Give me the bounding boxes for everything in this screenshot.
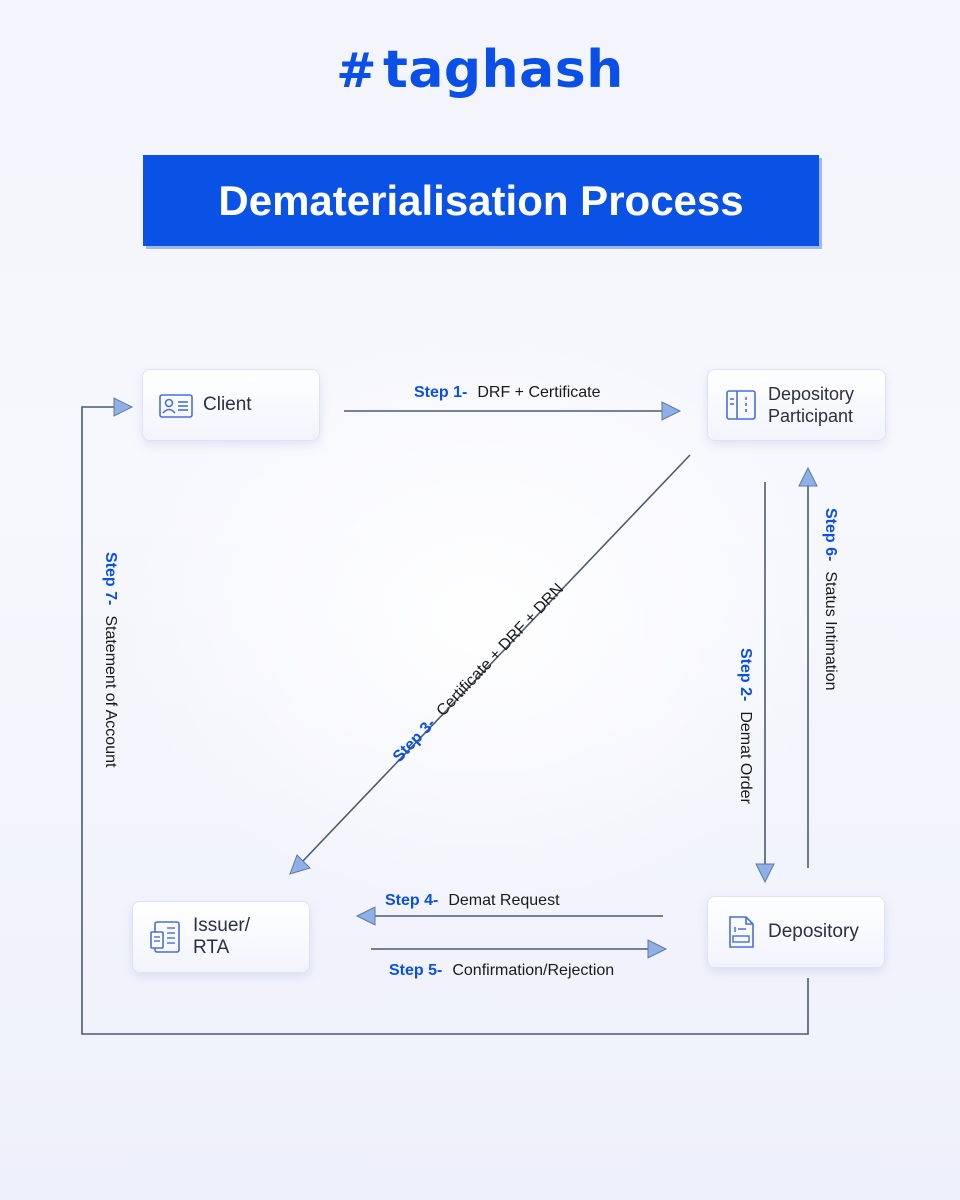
- page-title: Dematerialisation Process: [143, 155, 819, 246]
- step5-label: Step 5- Confirmation/Rejection: [389, 962, 614, 980]
- ledger-icon: [150, 921, 180, 953]
- depository-participant-label: Depository Participant: [768, 383, 854, 427]
- step4-number: Step 4-: [385, 892, 439, 909]
- step4-text: Demat Request: [448, 892, 560, 909]
- step7-number: Step 7-: [102, 552, 119, 606]
- step2-label: Step 2- Demat Order: [736, 648, 754, 804]
- client-id-card-icon: [159, 394, 193, 418]
- step1-number: Step 1-: [414, 384, 468, 401]
- step5-number: Step 5-: [389, 962, 443, 979]
- dp-label-line1: Depository: [768, 384, 855, 404]
- step1-text: DRF + Certificate: [477, 384, 601, 401]
- arrowhead-step3: [289, 854, 311, 875]
- depository-label: Depository: [768, 921, 859, 942]
- step7-label: Step 7- Statement of Account: [101, 552, 119, 767]
- document-icon: [729, 916, 754, 948]
- client-node: Client: [142, 369, 320, 441]
- issuer-label-line1: Issuer/: [193, 915, 251, 936]
- step2-number: Step 2-: [737, 648, 754, 702]
- client-label: Client: [203, 394, 252, 415]
- dp-label-line2: Participant: [768, 406, 854, 426]
- arrowhead-step2: [755, 863, 775, 884]
- logo-text: taghash: [382, 40, 624, 100]
- issuer-rta-node: Issuer/ RTA: [132, 901, 310, 973]
- step7-text: Statement of Account: [102, 615, 119, 768]
- step1-label: Step 1- DRF + Certificate: [414, 384, 600, 402]
- arrowhead-step4: [355, 906, 376, 926]
- step6-label: Step 6- Status Intimation: [821, 508, 839, 691]
- arrowhead-step1: [661, 401, 682, 421]
- step6-text: Status Intimation: [822, 571, 839, 691]
- step6-number: Step 6-: [822, 508, 839, 562]
- arrowhead-step7: [113, 397, 134, 417]
- arrowhead-step6: [798, 466, 818, 487]
- issuer-label-line2: RTA: [193, 937, 230, 958]
- arrow-step7-line: [81, 406, 809, 1035]
- depository-participant-node: Depository Participant: [707, 369, 886, 441]
- taghash-logo: #taghash: [0, 40, 960, 100]
- arrow-step3-line: [301, 454, 691, 863]
- step2-text: Demat Order: [737, 711, 754, 804]
- depository-node: Depository: [707, 896, 885, 968]
- step4-label: Step 4- Demat Request: [385, 892, 560, 910]
- issuer-rta-label: Issuer/ RTA: [193, 915, 250, 959]
- document-folder-icon: [726, 390, 756, 420]
- logo-hash: #: [336, 43, 377, 99]
- step5-text: Confirmation/Rejection: [452, 962, 615, 979]
- arrowhead-step5: [647, 939, 668, 959]
